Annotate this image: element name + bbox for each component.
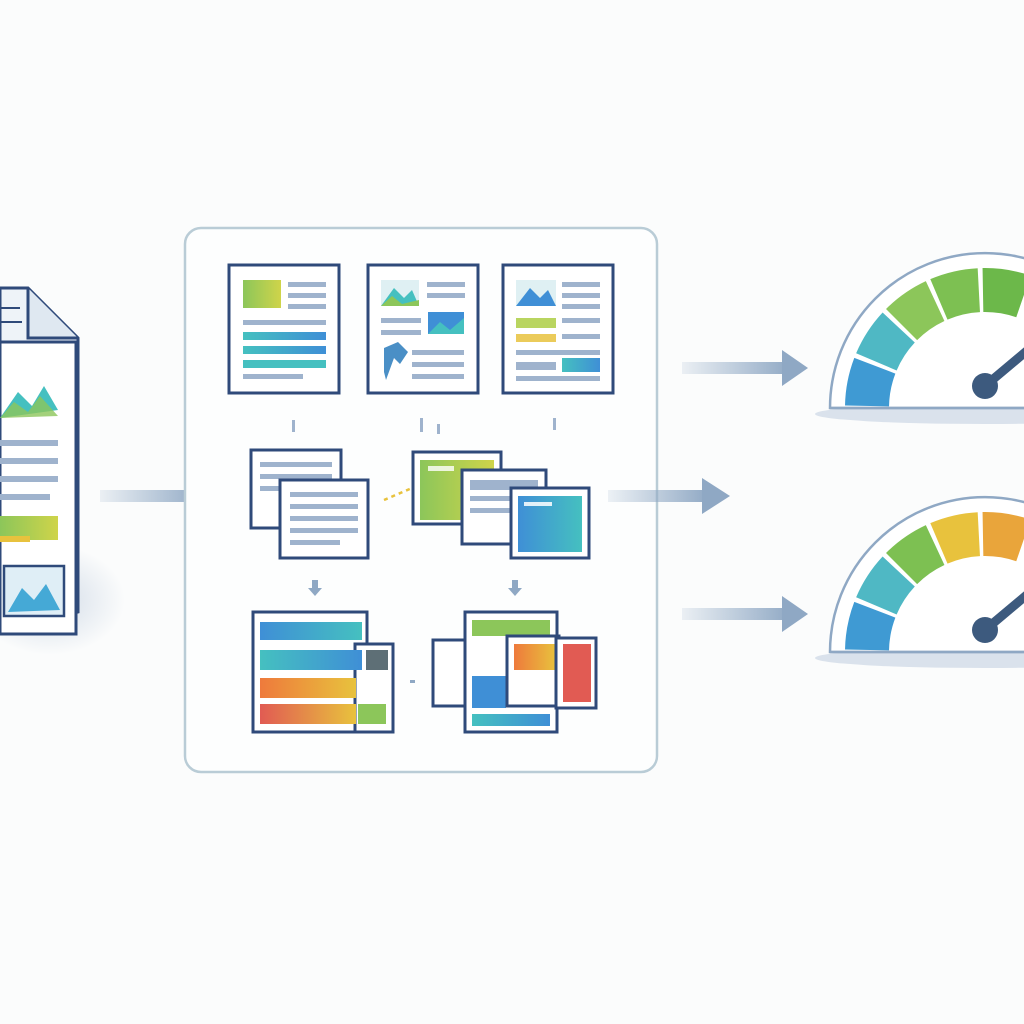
arrow-to-gauge-top [682, 350, 808, 386]
bar-layout-icon [251, 610, 395, 734]
gauge-icon [815, 251, 1024, 424]
document-stack-icon [0, 286, 125, 655]
gauge-hub [972, 617, 998, 643]
gauge-segment [845, 601, 896, 651]
gauge-icon [815, 495, 1024, 668]
gauge-segment [982, 512, 1024, 562]
image-pages-icon [411, 450, 591, 560]
connector-marks [292, 418, 556, 434]
gauge-hub [972, 373, 998, 399]
gauge-segment [886, 281, 945, 341]
dashed-connector [383, 486, 413, 502]
gauge-segment [930, 512, 980, 564]
gauge-segment [845, 357, 896, 407]
down-arrow-marks [308, 580, 522, 596]
page-thumbnail-icon [501, 263, 615, 395]
arrow-to-middle [608, 478, 730, 514]
grid-layout-icon [431, 610, 598, 734]
connector-dot [410, 680, 415, 683]
page-thumbnail-icon [227, 263, 341, 395]
document-image-icon [0, 386, 58, 418]
arrow-to-gauge-bottom [682, 596, 808, 632]
gauge-segment [930, 268, 980, 320]
gauge-segment [982, 268, 1024, 318]
page-thumbnail-icon [366, 263, 480, 395]
text-pages-icon [249, 448, 370, 560]
gauge-segment [886, 525, 945, 585]
gauge-segment [856, 312, 915, 371]
process-panel [183, 226, 659, 774]
gauge-segment [856, 556, 915, 615]
